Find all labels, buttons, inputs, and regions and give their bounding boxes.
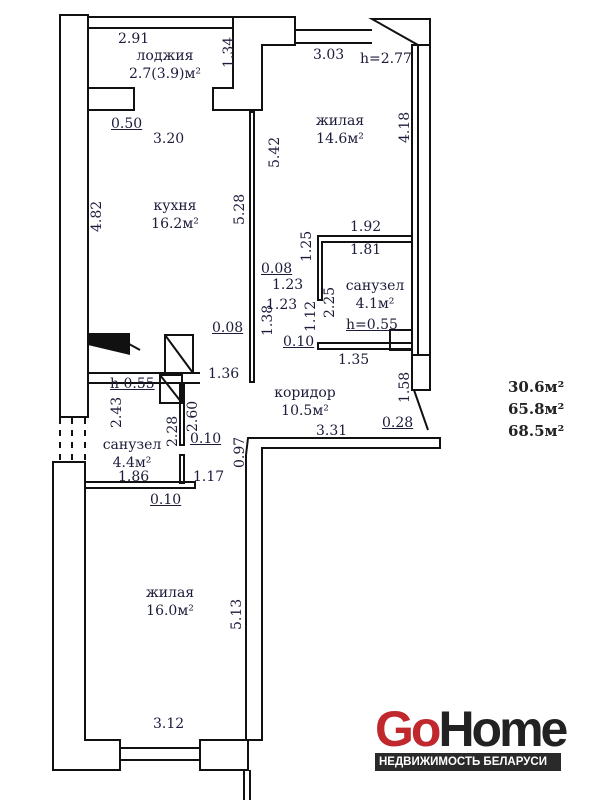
dim-label: 0.10 [190, 431, 222, 447]
dim-label: 0.08 [261, 261, 293, 277]
dim-label: 4.18 [397, 111, 413, 143]
total-area: 65.8м² [508, 400, 565, 418]
dim-label: 1.17 [193, 469, 225, 485]
dim-label: 0.28 [382, 415, 414, 431]
room-name: санузел [102, 437, 162, 453]
dim-label: 2.60 [185, 400, 201, 432]
room-area: 10.5м² [281, 402, 329, 419]
room-area: 2.7(3.9)м² [129, 65, 201, 82]
dim-label: 2.43 [109, 396, 125, 428]
room-area: 4.1м² [355, 295, 395, 312]
dim-label: 2.91 [118, 31, 150, 47]
room-name: лоджия [136, 48, 194, 64]
dim-label: 0.97 [232, 436, 248, 468]
dim-label: 1.34 [221, 36, 237, 68]
total-area-with-loggia: 68.5м² [508, 422, 565, 440]
logo-tagline: НЕДВИЖИМОСТЬ БЕЛАРУСИ [375, 753, 561, 771]
dim-label: 1.36 [208, 366, 240, 382]
wall-corridor-bottom [245, 437, 441, 741]
gohome-logo: GoHome НЕДВИЖИМОСТЬ БЕЛАРУСИ [375, 704, 568, 771]
wall-left-lower [52, 461, 121, 771]
dim-label: 0.10 [283, 334, 315, 350]
logo-go: Go [375, 701, 441, 757]
room-name: жилая [315, 113, 365, 129]
dim-label: 4.82 [89, 200, 105, 232]
dim-label: h 0.55 [110, 376, 155, 392]
room-area: 16.2м² [151, 215, 199, 232]
dim-label: 3.31 [316, 423, 348, 439]
dim-label: 3.12 [153, 716, 185, 732]
dim-label: 1.81 [350, 242, 382, 258]
dim-label: 3.20 [153, 131, 185, 147]
dim-label: 1.92 [350, 219, 382, 235]
room-name: кухня [153, 198, 197, 214]
dim-label: 5.42 [267, 136, 283, 168]
dim-label: 3.03 [313, 47, 345, 63]
room-area: 4.4м² [112, 454, 152, 471]
dim-label: 0.08 [212, 320, 244, 336]
room-area: 14.6м² [316, 130, 364, 147]
room-area: 16.0м² [146, 602, 194, 619]
dim-label: 1.58 [397, 371, 413, 403]
logo-home: Home [438, 701, 568, 757]
dim-label: h=0.55 [346, 317, 398, 333]
ventilation-shaft [88, 333, 130, 355]
wall-left-upper [59, 14, 89, 418]
dim-label: 1.12 [303, 300, 319, 332]
dim-label: 2.25 [322, 286, 338, 318]
dim-label: 1.35 [338, 352, 370, 368]
total-living-area: 30.6м² [508, 378, 565, 396]
dim-label: h=2.77 [360, 51, 412, 67]
room-name: санузел [345, 278, 405, 294]
dim-label: 0.10 [150, 492, 182, 508]
dim-label: 5.13 [229, 598, 245, 630]
dim-label: 5.28 [232, 193, 248, 225]
room-name: коридор [274, 385, 336, 401]
dim-label: 1.23 [272, 277, 304, 293]
dim-label: 2.28 [165, 415, 181, 447]
dim-label: 1.25 [299, 230, 315, 262]
dim-label: 1.86 [118, 469, 150, 485]
dim-label: 1.23 [266, 297, 298, 313]
room-name: жилая [145, 585, 195, 601]
dim-label: 0.50 [111, 116, 143, 132]
dim-label: 1.38 [260, 304, 276, 336]
wall-center-block [212, 16, 296, 111]
